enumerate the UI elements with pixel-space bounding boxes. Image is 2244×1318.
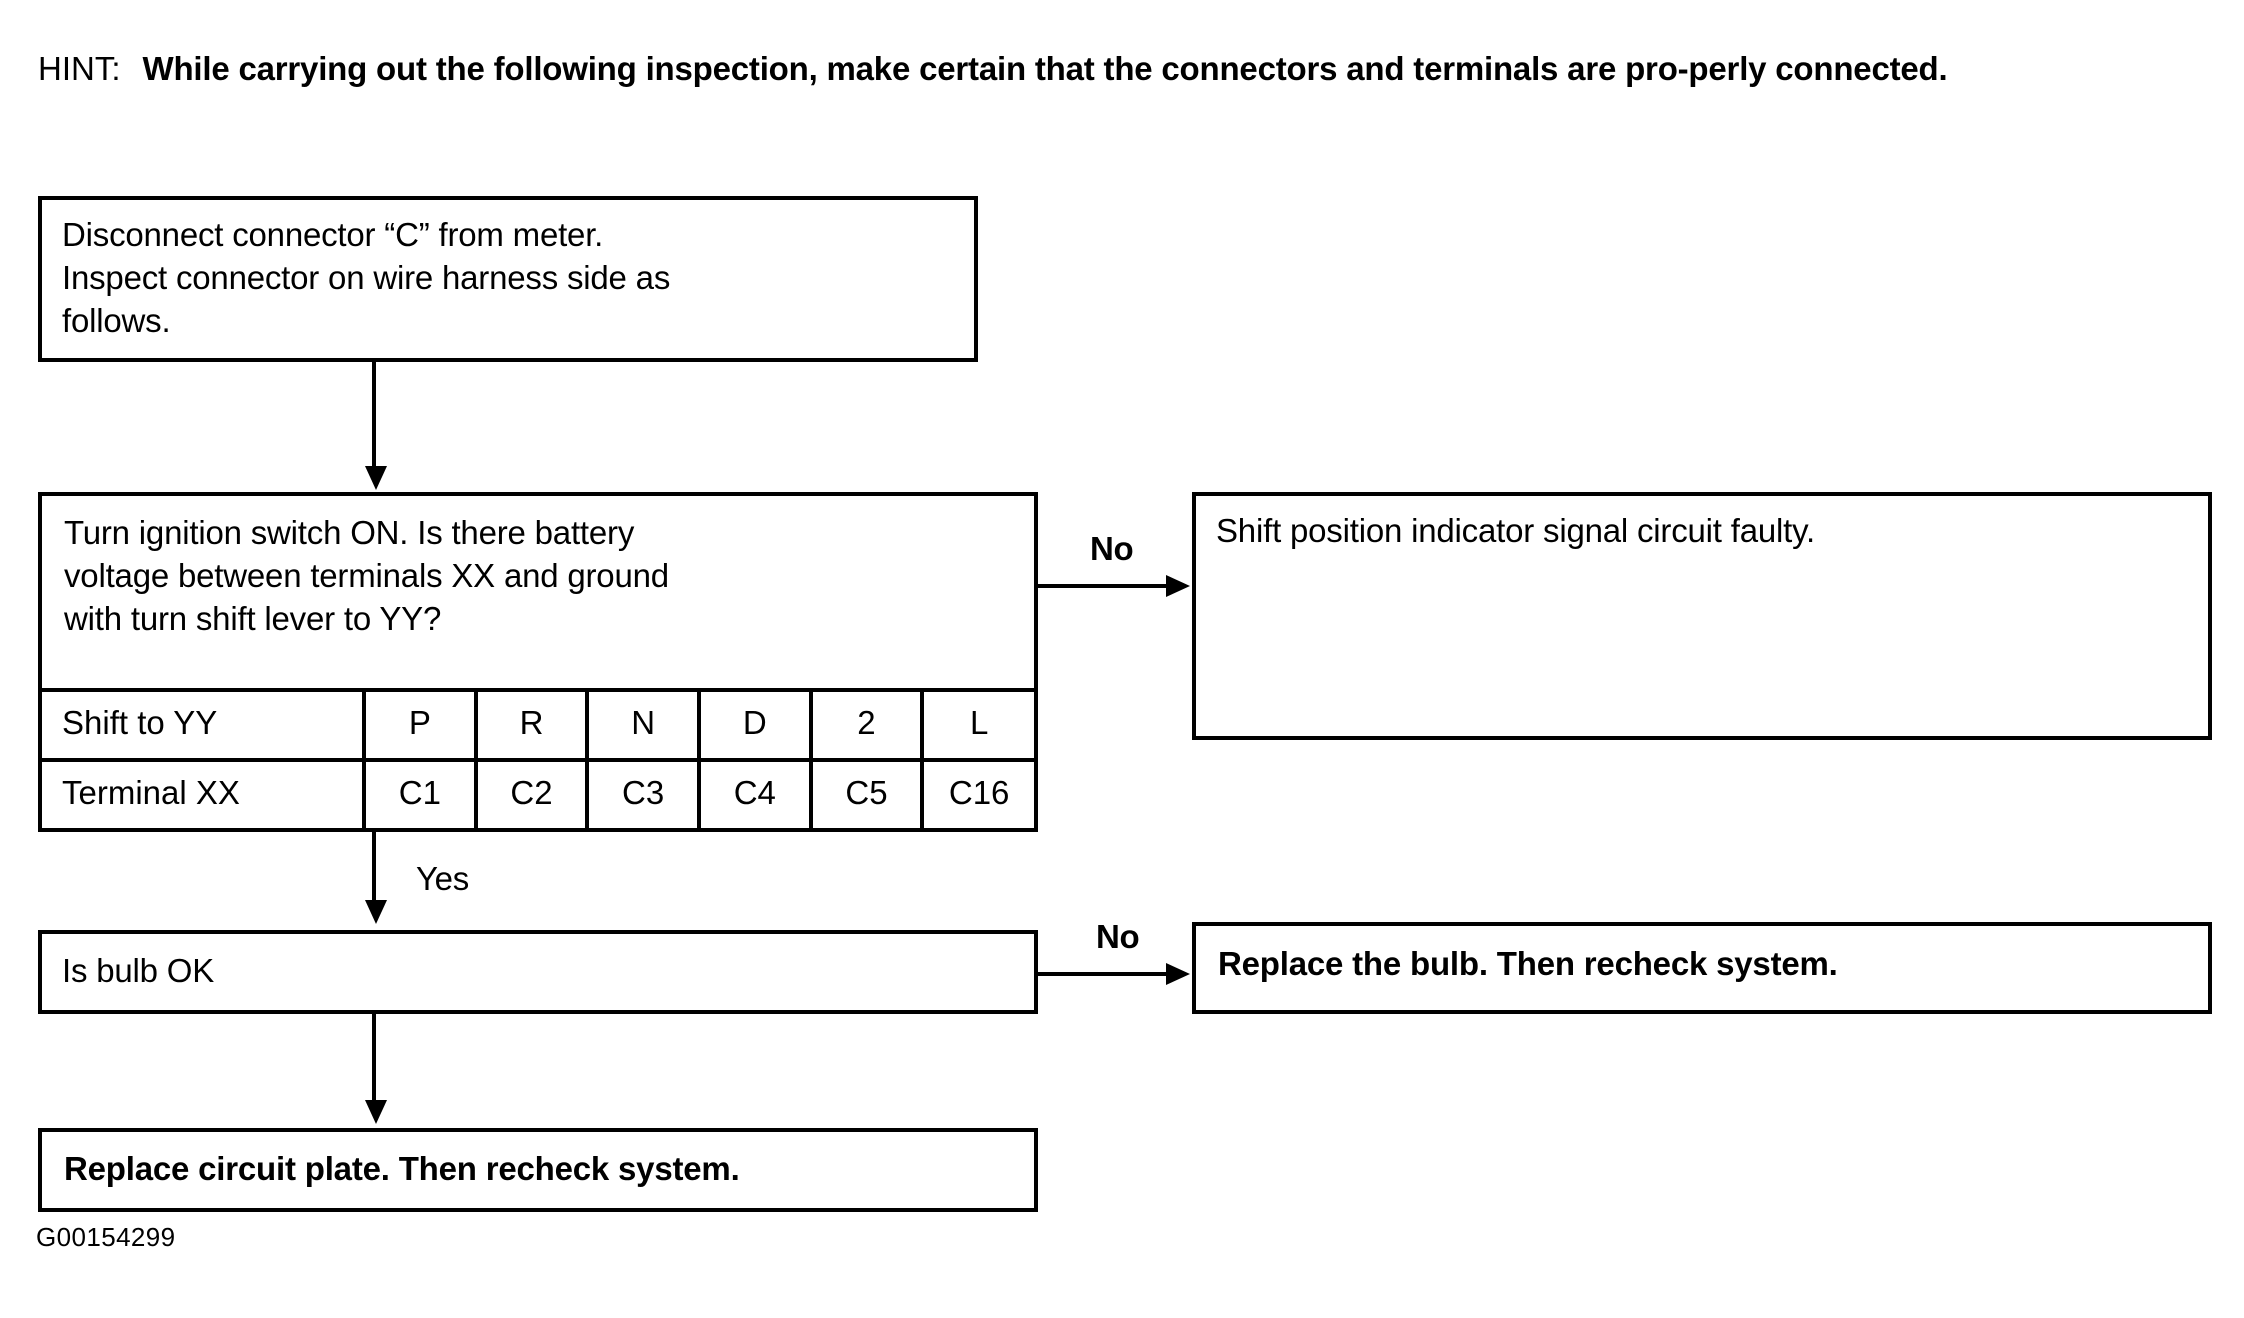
result-box-replace-circuit-plate: Replace circuit plate. Then recheck syst…	[38, 1128, 1038, 1212]
disconnect-line-1: Disconnect connector “C” from meter.	[62, 216, 604, 253]
row-header-shift: Shift to YY	[42, 688, 366, 760]
fault-text: Shift position indicator signal circuit …	[1216, 512, 1815, 549]
branch-label-yes: Yes	[416, 860, 469, 897]
step-box-disconnect-text: Disconnect connector “C” from meter. Ins…	[42, 200, 974, 351]
table-row-shift-positions: Shift to YY P R N D 2 L	[42, 688, 1034, 760]
arrowhead-right-to-fault	[1166, 575, 1190, 597]
hint-paragraph: HINT: While carrying out the following in…	[38, 48, 2218, 90]
decision-box-is-bulb-ok: Is bulb OK	[38, 930, 1038, 1014]
connector-bulb-to-replace-plate	[372, 1014, 376, 1104]
question-line-2: voltage between terminals XX and ground	[64, 556, 669, 594]
hint-label: HINT:	[38, 50, 121, 87]
replace-plate-text: Replace circuit plate. Then recheck syst…	[64, 1150, 740, 1187]
cell-shift-2: N	[587, 688, 701, 760]
cell-terminal-4: C5	[810, 758, 925, 828]
cell-shift-4: 2	[810, 688, 925, 760]
bulb-text: Is bulb OK	[62, 952, 215, 989]
question-line-3: with turn shift lever to YY?	[64, 599, 442, 637]
branch-label-no-upper: No	[1090, 530, 1134, 567]
arrowhead-down-to-replace-plate	[365, 1100, 387, 1124]
figure-reference-code: G00154299	[36, 1222, 176, 1252]
cell-shift-5: L	[922, 688, 1034, 760]
result-box-signal-circuit-faulty: Shift position indicator signal circuit …	[1192, 492, 2212, 740]
cell-terminal-5: C16	[922, 758, 1034, 828]
cell-terminal-2: C3	[587, 758, 701, 828]
hint-body: While carrying out the following inspect…	[142, 50, 1948, 87]
shift-terminal-table: Shift to YY P R N D 2 L Terminal XX C1 C…	[42, 688, 1034, 828]
question-line-1: Turn ignition switch ON. Is there batter…	[64, 514, 635, 551]
arrowhead-down-to-bulb	[365, 900, 387, 924]
disconnect-line-2: Inspect connector on wire harness side a…	[62, 258, 671, 296]
connector-question-to-bulb	[372, 832, 376, 904]
connector-bulb-to-replace-bulb	[1038, 972, 1170, 976]
connector-question-to-fault	[1038, 584, 1170, 588]
cell-shift-1: R	[475, 688, 590, 760]
decision-box-ignition-voltage: Turn ignition switch ON. Is there batter…	[38, 492, 1038, 832]
connector-disconnect-to-question	[372, 362, 376, 468]
cell-terminal-3: C4	[698, 758, 813, 828]
question-text: Turn ignition switch ON. Is there batter…	[42, 496, 1034, 641]
cell-shift-3: D	[698, 688, 813, 760]
cell-shift-0: P	[364, 688, 478, 760]
result-box-replace-bulb: Replace the bulb. Then recheck system.	[1192, 922, 2212, 1014]
arrowhead-down-to-question	[365, 466, 387, 490]
row-header-terminal: Terminal XX	[42, 758, 366, 828]
cell-terminal-1: C2	[475, 758, 590, 828]
arrowhead-right-to-replace-bulb	[1166, 963, 1190, 985]
disconnect-line-3: follows.	[62, 301, 171, 339]
branch-label-no-lower: No	[1096, 918, 1140, 955]
cell-terminal-0: C1	[364, 758, 478, 828]
step-box-disconnect-connector: Disconnect connector “C” from meter. Ins…	[38, 196, 978, 362]
table-row-terminals: Terminal XX C1 C2 C3 C4 C5 C16	[42, 758, 1034, 828]
replace-bulb-text: Replace the bulb. Then recheck system.	[1218, 945, 1838, 982]
